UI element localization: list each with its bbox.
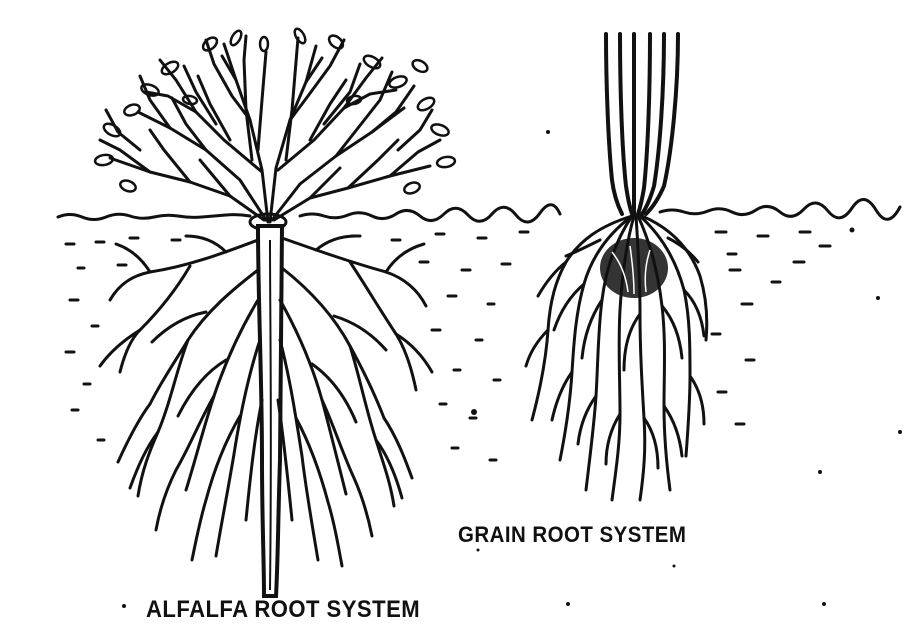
grain-stems bbox=[606, 34, 678, 214]
ground-line bbox=[58, 199, 900, 222]
alfalfa-foliage bbox=[100, 36, 440, 222]
grain-root-system-caption: GRAIN ROOT SYSTEM bbox=[458, 524, 686, 546]
alfalfa-root-system-caption: ALFALFA ROOT SYSTEM bbox=[146, 598, 420, 622]
